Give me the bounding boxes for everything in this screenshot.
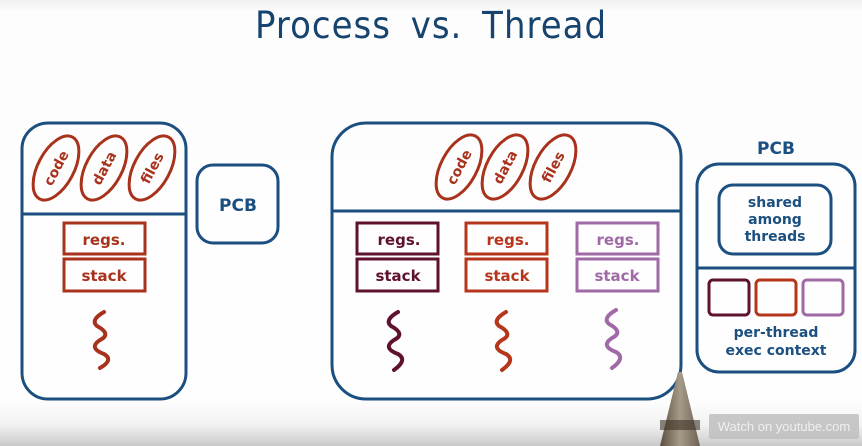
thread-2-exec-context-box (754, 278, 798, 317)
thread-1-context: regs. stack (355, 221, 440, 372)
svg-text:regs.: regs. (378, 231, 421, 249)
svg-text:PCB: PCB (219, 196, 257, 216)
svg-text:stack: stack (594, 267, 640, 285)
svg-text:shared: shared (748, 195, 802, 211)
shared-resource-code: code (434, 133, 484, 201)
pen-tip-icon (660, 372, 700, 446)
single-process-address-space: code data files regs. stack (20, 121, 188, 401)
shared-resource-files: files (127, 134, 177, 202)
shared-resource-data: data (480, 133, 530, 201)
svg-text:files: files (539, 149, 569, 186)
regs-box (355, 221, 440, 256)
regs-box (575, 221, 660, 256)
svg-text:among: among (748, 212, 802, 228)
svg-text:PCB: PCB (757, 139, 795, 159)
stack-box (355, 257, 440, 293)
regs-box (62, 221, 147, 256)
diagram-title: Process vs. Thread (254, 4, 608, 48)
watch-on-youtube-button[interactable]: Watch on youtube.com (709, 414, 859, 439)
shared-resource-files: files (528, 133, 578, 201)
svg-text:regs.: regs. (597, 231, 640, 249)
process-outline (20, 121, 188, 401)
thread-squiggle-icon (92, 310, 111, 370)
regs-box (464, 221, 549, 256)
svg-text:stack: stack (375, 267, 421, 285)
thread-squiggle-icon (494, 310, 513, 372)
shared-resource-code: code (31, 134, 81, 202)
thread-squiggle-icon (386, 310, 405, 372)
process-outline (330, 121, 683, 401)
svg-text:exec context: exec context (726, 343, 827, 359)
svg-text:regs.: regs. (487, 231, 530, 249)
thread-3-context: regs. stack (575, 221, 660, 370)
svg-text:files: files (138, 150, 168, 187)
thread-3-exec-context-box (801, 278, 845, 317)
thread-squiggle-icon (604, 308, 623, 370)
pcb-multithread: PCB shared among threads per-thread exec… (695, 139, 857, 374)
svg-text:threads: threads (745, 229, 806, 245)
thread-1-exec-context-box (707, 278, 751, 317)
multithread-process-address-space: code data files regs. stack regs. stack (330, 121, 683, 401)
svg-text:per-thread: per-thread (734, 325, 819, 341)
stack-box (464, 257, 549, 293)
svg-text:stack: stack (81, 267, 127, 285)
svg-text:stack: stack (484, 267, 530, 285)
svg-text:regs.: regs. (83, 231, 126, 249)
shared-among-threads-box (717, 183, 833, 256)
stack-box (575, 257, 660, 293)
thread-context: regs. stack (62, 221, 147, 370)
pcb-box-single: PCB (195, 163, 280, 245)
stack-box (62, 257, 147, 293)
thread-2-context: regs. stack (464, 221, 549, 372)
shared-resource-data: data (79, 134, 129, 202)
